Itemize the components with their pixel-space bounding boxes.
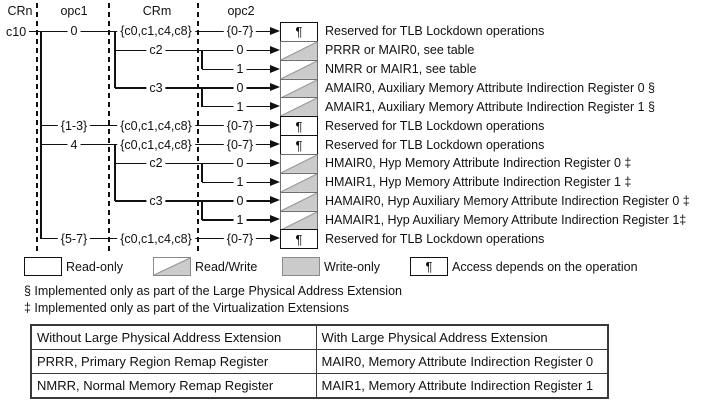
table-header-row: Without Large Physical Address Extension…	[30, 324, 609, 350]
row-label: HAMAIR1, Hyp Auxiliary Memory Attribute …	[325, 212, 687, 227]
column-separator	[108, 3, 110, 251]
row-label: AMAIR0, Auxiliary Memory Attribute Indir…	[325, 80, 655, 95]
legend-label-write-only: Write-only	[324, 259, 381, 274]
opc2-value: {0-7}	[223, 233, 257, 246]
sub-trunk	[201, 201, 203, 220]
arrow-icon	[270, 196, 280, 205]
register-box	[280, 210, 318, 231]
table-cell-nmrr: NMRR, Normal Memory Remap Register	[30, 373, 317, 399]
opc2-value: {0-7}	[223, 25, 257, 38]
tree-line	[115, 200, 271, 202]
opc2-value: 0	[233, 82, 247, 95]
arrow-icon	[270, 83, 280, 92]
crm-value: {c0,c1,c4,c8}	[117, 233, 195, 246]
arrow-icon	[270, 64, 280, 73]
opc1-value: 0	[67, 25, 81, 38]
crn-value: c10	[6, 24, 27, 39]
arrow-icon	[270, 102, 280, 111]
group-trunk	[114, 144, 116, 202]
column-header-crm: CRm	[142, 4, 172, 18]
opc2-value: 1	[233, 63, 247, 76]
crm-value: c2	[146, 44, 166, 57]
opc2-value: 0	[233, 44, 247, 57]
crm-value: {c0,c1,c4,c8}	[117, 25, 195, 38]
legend-label-access-depends: Access depends on the operation	[452, 259, 638, 274]
opc1-value: {5-7}	[57, 233, 91, 246]
crm-value: {c0,c1,c4,c8}	[117, 119, 195, 132]
register-box: ¶	[280, 229, 318, 250]
opc2-value: 1	[233, 176, 247, 189]
row-label: Reserved for TLB Lockdown operations	[325, 137, 545, 152]
arrow-icon	[270, 215, 280, 224]
register-box	[280, 78, 318, 99]
crm-value: {c0,c1,c4,c8}	[117, 138, 195, 151]
column-header-crn: CRn	[7, 4, 33, 18]
legend-label-read-only: Read-only	[66, 259, 123, 274]
tree-line	[115, 49, 271, 51]
sub-trunk	[201, 50, 203, 70]
opc2-value: {0-7}	[223, 119, 257, 132]
opc2-value: 1	[233, 214, 247, 227]
arrow-icon	[270, 177, 280, 186]
column-header-opc1: opc1	[60, 4, 88, 18]
row-label: HMAIR0, Hyp Memory Attribute Indirection…	[325, 156, 632, 171]
column-separator	[36, 3, 38, 251]
sub-trunk	[201, 87, 203, 107]
opc2-value: {0-7}	[223, 138, 257, 151]
pilcrow-icon: ¶	[410, 257, 448, 276]
row-label: HAMAIR0, Hyp Auxiliary Memory Attribute …	[325, 193, 690, 208]
opc1-value: 4	[67, 138, 81, 151]
arrow-icon	[270, 26, 280, 35]
row-label: AMAIR1, Auxiliary Memory Attribute Indir…	[325, 99, 655, 114]
register-box	[280, 40, 318, 61]
group-trunk	[114, 31, 116, 88]
register-box	[280, 97, 318, 118]
row-label: Reserved for TLB Lockdown operations	[325, 24, 545, 39]
row-label: PRRR or MAIR0, see table	[325, 43, 475, 58]
table-row: PRRR, Primary Region Remap Register MAIR…	[30, 349, 609, 374]
register-box	[280, 172, 318, 193]
crm-value: c3	[146, 82, 166, 95]
row-label: Reserved for TLB Lockdown operations	[325, 231, 545, 246]
read-only-icon	[24, 257, 62, 276]
sub-trunk	[201, 163, 203, 183]
arrow-icon	[270, 45, 280, 54]
register-box	[280, 153, 318, 174]
read-write-icon	[153, 257, 191, 276]
arrow-icon	[270, 121, 280, 130]
arrow-icon	[270, 158, 280, 167]
footnote-lpae: § Implemented only as part of the Large …	[24, 284, 402, 298]
remap-register-table: Without Large Physical Address Extension…	[30, 324, 609, 399]
tree-line	[115, 162, 271, 164]
arrow-icon	[270, 234, 280, 243]
row-label: HMAIR1, Hyp Memory Attribute Indirection…	[325, 174, 632, 189]
opc2-value: 0	[233, 157, 247, 170]
register-box: ¶	[280, 116, 318, 137]
row-label: Reserved for TLB Lockdown operations	[325, 118, 545, 133]
tree-line	[115, 87, 271, 89]
table-cell-prrr: PRRR, Primary Region Remap Register	[30, 349, 317, 374]
column-header-opc2: opc2	[227, 4, 255, 18]
table-cell-mair1: MAIR1, Memory Attribute Indirection Regi…	[315, 373, 609, 399]
register-box	[280, 59, 318, 80]
write-only-icon	[282, 257, 320, 276]
opc1-value: {1-3}	[57, 119, 91, 132]
table-row: NMRR, Normal Memory Remap Register MAIR1…	[30, 373, 609, 399]
register-box	[280, 191, 318, 212]
row-label: NMRR or MAIR1, see table	[325, 61, 477, 76]
table-cell-mair0: MAIR0, Memory Attribute Indirection Regi…	[315, 349, 609, 374]
table-header-with-lpae: With Large Physical Address Extension	[315, 324, 609, 350]
register-box: ¶	[280, 22, 318, 42]
crm-value: c2	[146, 157, 166, 170]
register-box: ¶	[280, 135, 318, 155]
column-separator	[197, 3, 199, 251]
table-header-without-lpae: Without Large Physical Address Extension	[30, 324, 317, 350]
footnote-virtualization: ‡ Implemented only as part of the Virtua…	[24, 301, 349, 315]
opc2-value: 0	[233, 195, 247, 208]
legend-label-read-write: Read/Write	[195, 259, 258, 274]
main-trunk	[40, 31, 42, 239]
opc2-value: 1	[233, 101, 247, 114]
arrow-icon	[270, 139, 280, 148]
crm-value: c3	[146, 195, 166, 208]
